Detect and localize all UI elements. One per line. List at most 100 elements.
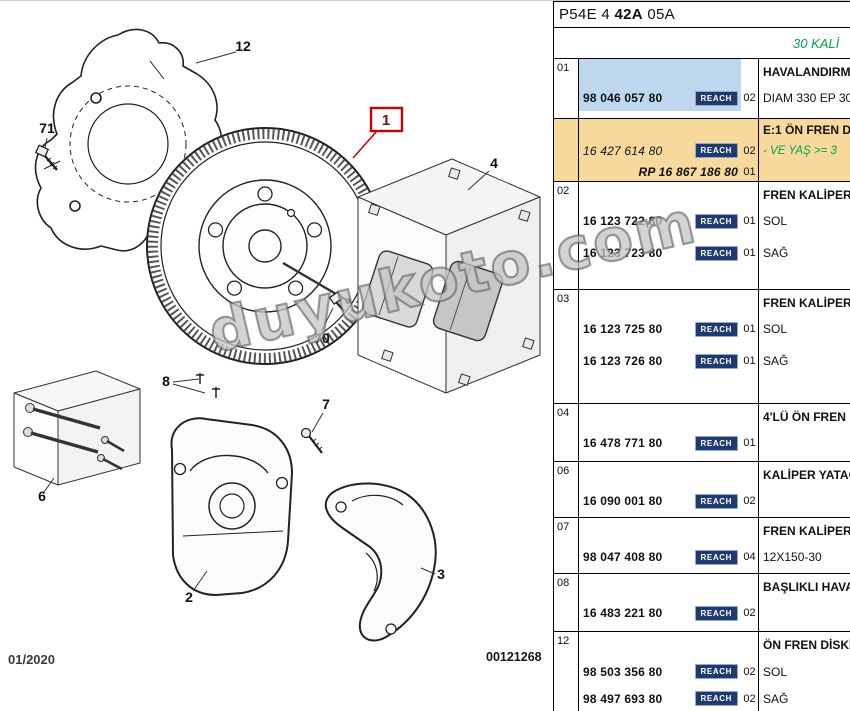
bolt-70-drawing [328, 290, 345, 312]
part-number[interactable]: 16 123 723 80 [583, 246, 663, 260]
group-head-line: 03 FREN KALİPERİ K [554, 290, 850, 316]
group-head-line: 01 HAVALANDIRMA [554, 59, 850, 85]
part-number[interactable]: 98 047 408 80 [583, 550, 663, 564]
part-number[interactable]: 16 483 221 80 [583, 606, 663, 620]
part-line: 16 123 723 80 REACH 01 SAĞ [554, 240, 850, 266]
quantity: 01 [743, 323, 756, 335]
catalog-code-bold: 42A [614, 6, 643, 23]
reach-badge[interactable]: REACH [694, 549, 738, 565]
reach-badge[interactable]: REACH [694, 493, 738, 509]
part-line: 16 478 771 80 REACH 01 [554, 430, 850, 456]
part-row[interactable]: 16 090 001 80 REACH [578, 488, 741, 514]
quantity: 02 [743, 92, 756, 104]
part-line: 16 123 725 80 REACH 01 SOL [554, 316, 850, 342]
part-row[interactable]: 16 123 725 80 REACH [578, 316, 741, 342]
part-number[interactable]: 16 123 725 80 [583, 322, 663, 336]
part-row[interactable]: 16 427 614 80 REACH [578, 140, 741, 161]
reach-badge[interactable]: REACH [694, 245, 738, 261]
brake-disc-drawing [146, 127, 384, 365]
catalog-code-post: 05A [642, 6, 675, 23]
part-number[interactable]: 16 478 771 80 [583, 436, 663, 450]
group-head-line: 02 FREN KALİPERİ Y [554, 182, 850, 208]
part-row[interactable]: 98 046 057 80 REACH [578, 85, 741, 111]
callout-label-70[interactable]: 70 [314, 330, 330, 346]
item-number: 07 [557, 521, 570, 533]
callout-1-box[interactable] [369, 106, 404, 133]
callout-label-1[interactable]: 1 [382, 112, 390, 129]
parts-group-12: 12 ÖN FREN DİSKİ M 98 503 356 80 REACH 0… [554, 632, 850, 711]
reach-badge[interactable]: REACH [694, 691, 738, 706]
part-desc: DIAM 330 EP 30 [763, 91, 850, 105]
part-row[interactable]: 98 497 693 80 REACH [578, 685, 741, 711]
callout-label-3[interactable]: 3 [437, 566, 445, 582]
part-number[interactable]: 16 123 726 80 [583, 354, 663, 368]
item-number: 06 [557, 465, 570, 477]
reach-badge[interactable]: REACH [694, 90, 738, 106]
callout-label-6[interactable]: 6 [38, 488, 46, 504]
bracket-drawing [324, 482, 437, 642]
part-line: 16 090 001 80 REACH 02 [554, 488, 850, 514]
part-title: HAVALANDIRMA [763, 65, 850, 79]
quantity: 02 [743, 607, 756, 619]
quantity: 01 [743, 165, 756, 178]
part-number[interactable]: 16 427 614 80 [583, 143, 663, 158]
part-title: FREN KALİPERİ Y [763, 188, 850, 202]
part-row[interactable]: 16 123 726 80 REACH [578, 348, 741, 374]
part-line: 98 503 356 80 REACH 02 SOL [554, 658, 850, 685]
part-row[interactable]: 98 503 356 80 REACH [578, 658, 741, 685]
part-title: E:1 ÖN FREN DİS [763, 122, 850, 137]
highlight-cell [578, 59, 741, 85]
quantity: 01 [743, 215, 756, 227]
part-number[interactable]: 98 503 356 80 [583, 664, 663, 679]
diagram-doc-number: 00121268 [486, 650, 542, 664]
part-row[interactable]: 16 478 771 80 REACH [578, 430, 741, 456]
item-number: 02 [557, 185, 570, 197]
part-row[interactable]: 16 123 722 80 REACH [578, 208, 741, 234]
reach-badge[interactable]: REACH [694, 321, 738, 337]
part-desc: SAĞ [763, 354, 789, 368]
reach-badge[interactable]: REACH [694, 213, 738, 229]
catalog-code-pre: P54E 4 [559, 6, 615, 23]
part-desc: SOL [763, 664, 788, 679]
bolt-7-drawing [300, 427, 323, 454]
reach-badge[interactable]: REACH [694, 353, 738, 369]
part-row[interactable]: 16 123 723 80 REACH [578, 240, 741, 266]
parts-group-04: 04 4'LÜ ÖN FREN BA 16 478 771 80 REACH 0… [554, 404, 850, 462]
callout-label-2[interactable]: 2 [185, 589, 193, 605]
callout-label-12[interactable]: 12 [235, 38, 251, 54]
part-number[interactable]: 16 090 001 80 [583, 494, 663, 508]
part-line: 16 427 614 80 REACH 02 - VE YAŞ >= 3 [554, 140, 850, 161]
part-row[interactable]: RP 16 867 186 80 [578, 161, 741, 181]
reach-badge[interactable]: REACH [694, 435, 738, 451]
parts-group-02: 02 FREN KALİPERİ Y 16 123 722 80 REACH 0… [554, 182, 850, 290]
callout-label-4[interactable]: 4 [490, 155, 498, 171]
diagram-date: 01/2020 [8, 652, 55, 667]
callout-label-71[interactable]: 71 [39, 120, 55, 136]
parts-group-06: 06 KALİPER YATAĞ 16 090 001 80 REACH 02 [554, 462, 850, 518]
part-line: 98 046 057 80 REACH 02 DIAM 330 EP 30 [554, 85, 850, 111]
quantity: 02 [743, 692, 756, 705]
callout-label-8[interactable]: 8 [162, 373, 170, 389]
part-number[interactable]: RP 16 867 186 80 [638, 164, 738, 179]
reach-badge[interactable]: REACH [694, 605, 738, 621]
part-title: BAŞLIKLI HAVA A [763, 580, 850, 594]
parts-group-08: 08 BAŞLIKLI HAVA A 16 483 221 80 REACH 0… [554, 574, 850, 632]
part-row[interactable]: 98 047 408 80 REACH [578, 544, 741, 570]
group-head-line: 12 ÖN FREN DİSKİ M [554, 632, 850, 658]
reach-badge[interactable]: REACH [694, 664, 738, 679]
reach-badge[interactable]: REACH [694, 143, 738, 158]
part-number[interactable]: 98 497 693 80 [583, 691, 663, 706]
part-number[interactable]: 98 046 057 80 [583, 91, 663, 105]
part-number[interactable]: 16 123 722 80 [583, 214, 663, 228]
catalog-note-row: 30 KALİ [554, 28, 850, 59]
quantity: 01 [743, 437, 756, 449]
part-row[interactable]: 16 483 221 80 REACH [578, 600, 741, 626]
item-number: 01 [557, 62, 570, 74]
group-head-line: 08 BAŞLIKLI HAVA A [554, 574, 850, 600]
brake-pads-box-drawing [357, 158, 541, 394]
part-line: 16 123 726 80 REACH 01 SAĞ [554, 348, 850, 374]
item-number: 12 [557, 635, 570, 647]
item-number [554, 119, 578, 140]
callout-label-7[interactable]: 7 [322, 396, 330, 412]
